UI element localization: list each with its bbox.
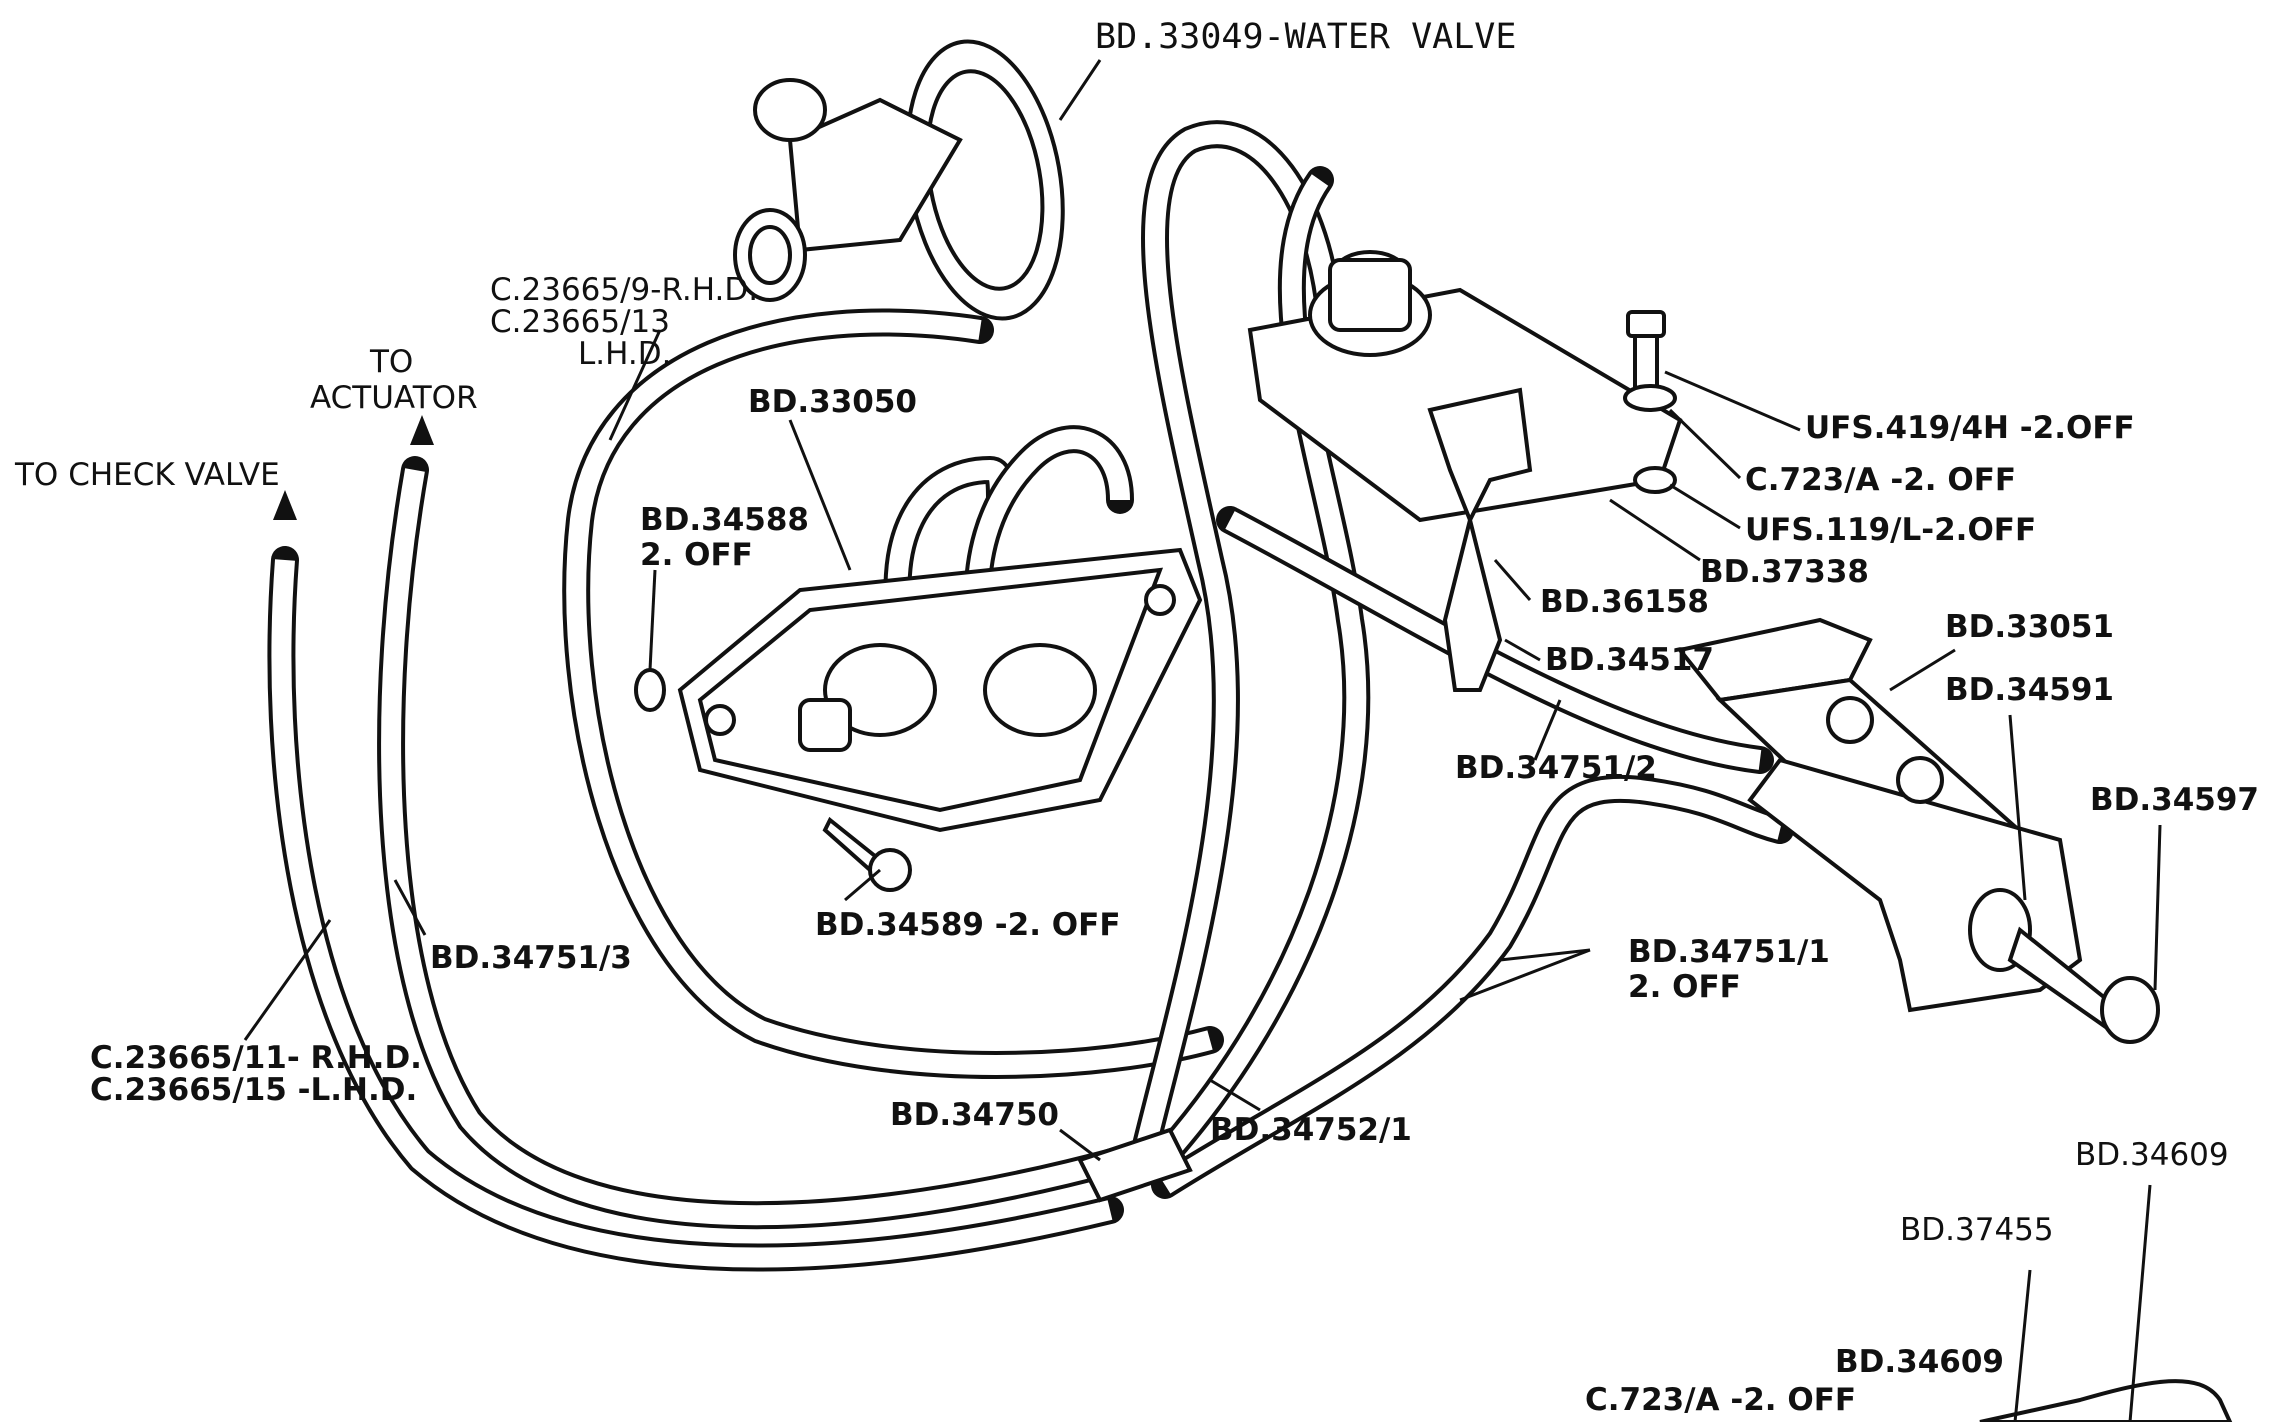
vacuum-valve-bd33050 (634, 547, 1203, 833)
label-to-check-valve: TO CHECK VALVE (14, 457, 280, 493)
screw-bd34589 (822, 816, 912, 892)
label-to-actuator-1: TO (369, 344, 413, 380)
leader-lines (243, 59, 2162, 1422)
water-valve (733, 39, 1065, 321)
labels: BD.33049-WATER VALVE C.23665/9-R.H.D. C.… (14, 17, 2259, 1418)
hose-junction-bd34750 (1077, 1127, 1193, 1203)
adjuster-bd34591 (1968, 888, 2160, 1044)
bolt-stack (1623, 310, 1677, 494)
label-bd34609-a: BD.34609 (2075, 1137, 2229, 1173)
label-ufs419: UFS.419/4H -2.OFF (1805, 410, 2135, 446)
arrow-to-check-valve (273, 490, 297, 520)
label-hose-top-3: L.H.D. (578, 336, 671, 372)
hose-group (267, 120, 1794, 1272)
label-bd37455: BD.37455 (1900, 1212, 2054, 1248)
label-bd33051: BD.33051 (1945, 609, 2114, 645)
label-hose-top-1: C.23665/9-R.H.D. (490, 272, 758, 308)
label-bd34751-1-b: 2. OFF (1628, 969, 1741, 1005)
label-bd36158: BD.36158 (1540, 584, 1709, 620)
label-c723-b: C.723/A -2. OFF (1585, 1382, 1856, 1418)
arrow-to-actuator (410, 415, 434, 445)
control-bracket-bd37338 (1247, 250, 1683, 692)
label-bd37338: BD.37338 (1700, 554, 1869, 590)
label-bd33050: BD.33050 (748, 384, 917, 420)
label-ufs119: UFS.119/L-2.OFF (1745, 512, 2036, 548)
label-bd34751-2: BD.34751/2 (1455, 750, 1657, 786)
label-to-actuator-2: ACTUATOR (310, 380, 478, 416)
label-bd34597: BD.34597 (2090, 782, 2259, 818)
heater-unit-partial (1979, 1379, 2233, 1422)
label-water-valve: BD.33049-WATER VALVE (1095, 17, 1516, 57)
label-bd34589: BD.34589 -2. OFF (815, 907, 1121, 943)
label-bd34588-2: 2. OFF (640, 537, 753, 573)
label-bd34752-1: BD.34752/1 (1210, 1112, 1412, 1148)
label-c723-a: C.723/A -2. OFF (1745, 462, 2016, 498)
label-bd34588-1: BD.34588 (640, 502, 809, 538)
label-bd34750: BD.34750 (890, 1097, 1059, 1133)
label-bd34609-b: BD.34609 (1835, 1344, 2004, 1380)
label-hose-top-2: C.23665/13 (490, 304, 670, 340)
label-hose-bottom-1: C.23665/11- R.H.D. (90, 1040, 422, 1076)
label-bd34517: BD.34517 (1545, 642, 1714, 678)
label-bd34751-1-a: BD.34751/1 (1628, 934, 1830, 970)
label-bd34751-3: BD.34751/3 (430, 940, 632, 976)
label-hose-bottom-2: C.23665/15 -L.H.D. (90, 1072, 417, 1108)
label-bd34591: BD.34591 (1945, 672, 2114, 708)
direction-arrows (273, 415, 434, 520)
